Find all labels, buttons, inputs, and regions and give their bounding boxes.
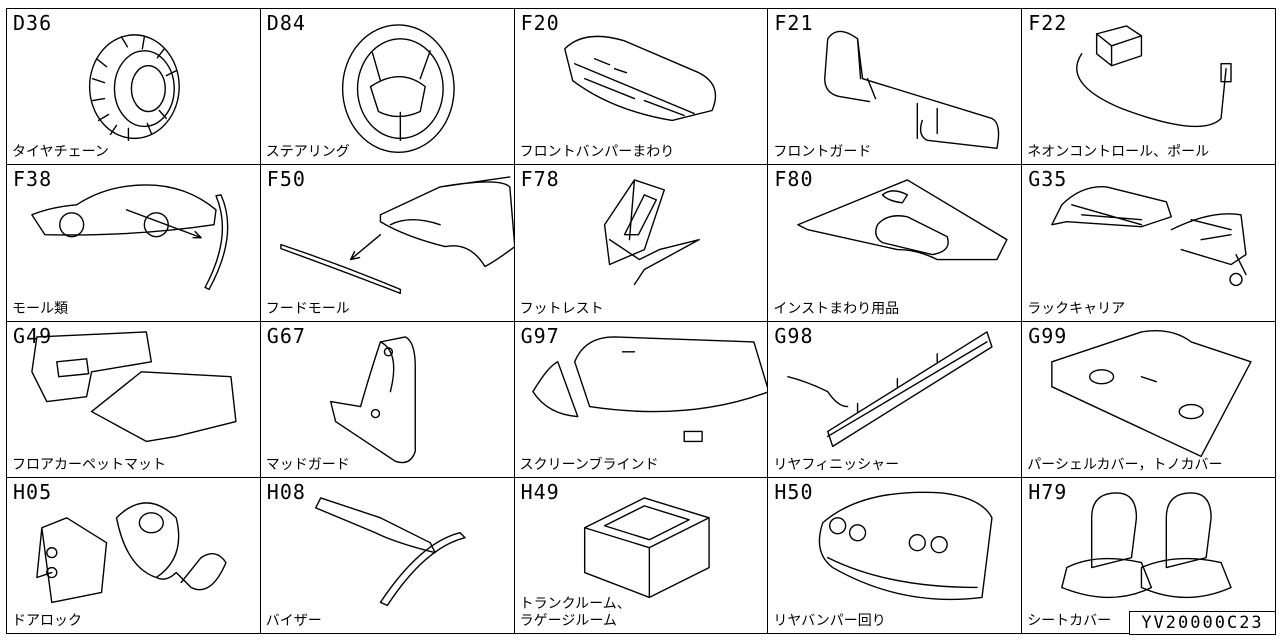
part-cell-g99[interactable]: G99 パーシェルカバー，トノカバー: [1022, 321, 1276, 478]
part-label: ステアリング: [265, 144, 350, 161]
part-cell-f78[interactable]: F78 フットレスト: [514, 165, 769, 322]
part-illustration: [1061, 491, 1232, 598]
part-illustration: [824, 30, 1000, 150]
part-code: D36: [13, 11, 53, 35]
part-label: フードモール: [265, 300, 350, 317]
part-label: タイヤチェーン: [12, 144, 109, 161]
part-illustration: [88, 34, 180, 142]
part-cell-g67[interactable]: G67 マッドガード: [260, 321, 515, 478]
part-code: F50: [266, 167, 306, 192]
part-label: トランクルーム、 ラゲージルーム: [519, 596, 631, 629]
part-cell-g49[interactable]: G49 フロアカーペットマット: [7, 321, 261, 478]
part-illustration: [603, 179, 700, 286]
part-label: スクリーンブラインド: [519, 456, 659, 473]
part-label: フロントバンパーまわり: [519, 144, 675, 161]
part-code: H79: [1028, 479, 1068, 504]
part-label: バイザー: [265, 613, 322, 629]
part-label: ネオンコントロール、ポール: [1027, 144, 1210, 161]
part-illustration: [787, 330, 994, 447]
part-illustration: [329, 335, 416, 463]
part-code: F22: [1028, 11, 1068, 35]
part-label: フロントガード: [773, 144, 872, 161]
part-illustration: [531, 335, 768, 442]
part-illustration: [31, 330, 237, 442]
part-illustration: [36, 502, 227, 603]
part-cell-g97[interactable]: G97 スクリーンブラインド: [514, 321, 769, 478]
figure-id: YV20000C23: [1129, 611, 1276, 635]
part-code: G98: [774, 323, 814, 348]
part-code: F80: [774, 167, 814, 192]
part-code: F38: [13, 167, 53, 192]
part-label: シートカバー: [1027, 613, 1112, 629]
part-label: モール類: [12, 300, 68, 317]
part-illustration: [314, 496, 466, 606]
part-label: リヤバンパー回り: [773, 613, 886, 629]
part-code: H49: [520, 479, 560, 504]
part-code: F78: [520, 167, 560, 192]
part-code: D84: [266, 11, 306, 35]
part-illustration: [797, 179, 1008, 261]
part-label: ラックキャリア: [1027, 300, 1126, 317]
part-illustration: [583, 496, 710, 598]
part-cell-d84[interactable]: D84 ステアリング: [260, 9, 515, 166]
part-illustration: [1051, 329, 1252, 457]
part-cell-h50[interactable]: H50 リヤバンパー回り: [768, 477, 1023, 634]
part-cell-h05[interactable]: H05 ドアロック: [7, 477, 261, 634]
part-cell-f22[interactable]: F22 ネオンコントロール、ポール: [1022, 9, 1276, 166]
part-cell-h49[interactable]: H49 トランクルーム、 ラゲージルーム: [514, 477, 769, 634]
part-label: リヤフィニッシャー: [773, 456, 900, 473]
part-cell-f50[interactable]: F50 フードモール: [260, 165, 515, 322]
part-illustration: [1051, 186, 1247, 287]
part-code: G67: [266, 323, 306, 348]
part-code: F20: [520, 11, 560, 35]
part-illustration: [341, 24, 455, 154]
part-label: フロアカーペットマット: [12, 456, 166, 473]
part-label: ドアロック: [12, 613, 82, 629]
part-label: パーシェルカバー，トノカバー: [1027, 456, 1223, 473]
part-cell-f21[interactable]: F21 フロントガード: [768, 9, 1023, 166]
part-code: H08: [266, 479, 306, 504]
part-code: H50: [774, 479, 814, 504]
part-code: G35: [1028, 167, 1068, 192]
part-cell-d36[interactable]: D36 タイヤチェーン: [7, 9, 261, 166]
part-illustration: [1076, 25, 1232, 128]
part-cell-g98[interactable]: G98 リヤフィニッシャー: [768, 321, 1023, 478]
part-label: インストまわり用品: [773, 300, 900, 317]
part-code: H05: [13, 479, 53, 504]
part-cell-f38[interactable]: F38 モール類: [7, 165, 261, 322]
part-cell-f20[interactable]: F20 フロントバンパーまわり: [514, 9, 769, 166]
part-label: フットレスト: [519, 300, 604, 317]
part-code: G99: [1028, 323, 1068, 348]
part-code: F21: [774, 11, 814, 35]
part-illustration: [819, 491, 994, 600]
part-code: G97: [520, 323, 560, 348]
part-code: G49: [13, 323, 53, 348]
part-illustration: [280, 176, 514, 295]
part-illustration: [31, 184, 229, 291]
part-cell-g35[interactable]: G35 ラックキャリア: [1022, 165, 1276, 322]
part-illustration: [563, 35, 716, 122]
part-cell-h08[interactable]: H08 バイザー: [260, 477, 515, 634]
part-label: マッドガード: [265, 456, 350, 473]
part-cell-f80[interactable]: F80 インストまわり用品: [768, 165, 1023, 322]
parts-index-grid: D36 タイヤチェーン D84 ステアリング F20 フロントバンパーまわり F21 フ…: [6, 8, 1276, 634]
